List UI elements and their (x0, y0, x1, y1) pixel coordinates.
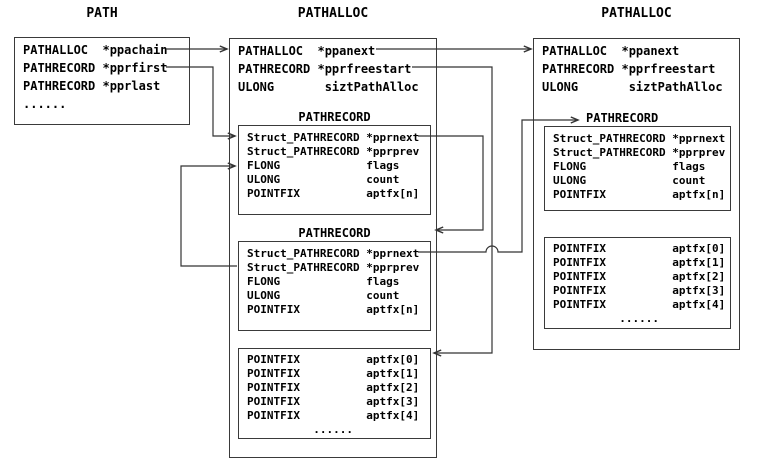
pointfix-array1-box: POINTFIX aptfx[0] POINTFIX aptfx[1] POIN… (238, 348, 431, 439)
field-pprfreestart: PATHRECORD *pprfreestart (542, 62, 716, 76)
pathrecord3-title: PATHRECORD (586, 111, 659, 125)
field-pprnext: Struct_PATHRECORD *pprnext (553, 132, 726, 145)
field-aptfx0: POINTFIX aptfx[0] (247, 353, 420, 366)
field-aptfxn: POINTFIX aptfx[n] (247, 187, 420, 200)
field-pprnext: Struct_PATHRECORD *pprnext (247, 247, 420, 260)
pathalloc2-fields: PATHALLOC *ppanext PATHRECORD *pprfreest… (534, 39, 739, 96)
field-ppanext: PATHALLOC *ppanext (238, 44, 376, 58)
field-pprfirst: PATHRECORD *pprfirst (23, 61, 168, 75)
field-aptfx1: POINTFIX aptfx[1] (553, 256, 726, 269)
field-aptfx2: POINTFIX aptfx[2] (247, 381, 420, 394)
field-aptfx4: POINTFIX aptfx[4] (247, 409, 420, 422)
field-siztpathalloc: ULONG siztPathAlloc (542, 80, 723, 94)
ellipsis-row: ...... (247, 423, 353, 436)
field-flags: FLONG flags (553, 160, 706, 173)
pathalloc1-title: PATHALLOC (297, 6, 369, 21)
pointfix-array2-box: POINTFIX aptfx[0] POINTFIX aptfx[1] POIN… (544, 237, 731, 329)
pathrecord2-box: Struct_PATHRECORD *pprnext Struct_PATHRE… (238, 241, 431, 331)
ellipsis-row: ...... (553, 312, 659, 325)
pathalloc1-fields: PATHALLOC *ppanext PATHRECORD *pprfreest… (230, 39, 436, 96)
pathalloc2-title: PATHALLOC (601, 6, 672, 21)
field-count: ULONG count (247, 289, 400, 302)
field-siztpathalloc: ULONG siztPathAlloc (238, 80, 419, 94)
pathrecord1-box: Struct_PATHRECORD *pprnext Struct_PATHRE… (238, 125, 431, 215)
field-aptfx2: POINTFIX aptfx[2] (553, 270, 726, 283)
field-pprprev: Struct_PATHRECORD *pprprev (553, 146, 726, 159)
field-aptfx3: POINTFIX aptfx[3] (247, 395, 420, 408)
field-pprprev: Struct_PATHRECORD *pprprev (247, 145, 420, 158)
pathrecord1-title: PATHRECORD (298, 110, 371, 124)
path-title: PATH (86, 6, 118, 21)
field-aptfxn: POINTFIX aptfx[n] (553, 188, 726, 201)
field-ppanext: PATHALLOC *ppanext (542, 44, 680, 58)
pathrecord3-box: Struct_PATHRECORD *pprnext Struct_PATHRE… (544, 126, 731, 211)
field-aptfx0: POINTFIX aptfx[0] (553, 242, 726, 255)
ellipsis-row: ...... (23, 97, 67, 111)
field-count: ULONG count (247, 173, 400, 186)
field-aptfxn: POINTFIX aptfx[n] (247, 303, 420, 316)
field-pprlast: PATHRECORD *pprlast (23, 79, 161, 93)
field-aptfx1: POINTFIX aptfx[1] (247, 367, 420, 380)
field-pprnext: Struct_PATHRECORD *pprnext (247, 131, 420, 144)
field-flags: FLONG flags (247, 275, 400, 288)
pathalloc2-container-box: PATHALLOC *ppanext PATHRECORD *pprfreest… (533, 38, 740, 350)
field-ppachain: PATHALLOC *ppachain (23, 43, 168, 57)
field-aptfx4: POINTFIX aptfx[4] (553, 298, 726, 311)
pathrecord2-title: PATHRECORD (298, 226, 371, 240)
field-flags: FLONG flags (247, 159, 400, 172)
field-aptfx3: POINTFIX aptfx[3] (553, 284, 726, 297)
field-pprprev: Struct_PATHRECORD *pprprev (247, 261, 420, 274)
path-struct-box: PATHALLOC *ppachain PATHRECORD *pprfirst… (14, 37, 190, 125)
field-pprfreestart: PATHRECORD *pprfreestart (238, 62, 412, 76)
pathalloc1-container-box: PATHALLOC *ppanext PATHRECORD *pprfreest… (229, 38, 437, 458)
field-count: ULONG count (553, 174, 706, 187)
